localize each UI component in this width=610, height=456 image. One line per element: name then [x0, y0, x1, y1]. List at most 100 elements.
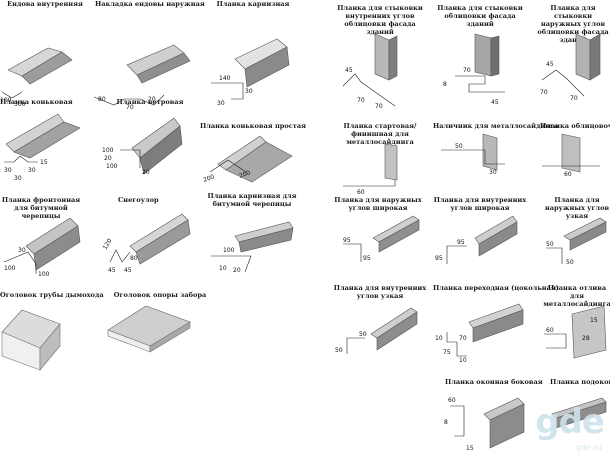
svg-text:20: 20 [148, 96, 156, 103]
inner-corner-wide-drawing: 95 95 [435, 215, 518, 264]
svg-text:95: 95 [363, 255, 371, 262]
item-title: Планка коньковая простая [200, 122, 307, 130]
svg-text:10: 10 [219, 265, 227, 272]
item-title: Планка ветровая [116, 98, 184, 106]
outer-corner-narrow-drawing: 50 50 [546, 217, 607, 266]
item-title: Планка подоконная [550, 378, 610, 386]
casing-drawing: 50 30 [441, 133, 505, 176]
svg-text:45: 45 [546, 61, 554, 68]
svg-text:45: 45 [491, 99, 499, 106]
svg-text:300: 300 [14, 101, 26, 108]
fence-cap-drawing [107, 305, 191, 353]
svg-text:70: 70 [463, 67, 471, 74]
item-title: Оголовок опоры забора [113, 291, 207, 299]
svg-text:30: 30 [18, 247, 26, 254]
item-title: Планка оконная боковая [445, 378, 543, 386]
window-sill-drawing [551, 397, 607, 429]
svg-text:45: 45 [124, 267, 132, 274]
svg-text:70: 70 [540, 89, 548, 96]
svg-text:70: 70 [459, 335, 467, 342]
svg-text:80: 80 [98, 96, 106, 103]
svg-text:8: 8 [443, 81, 447, 88]
drip-siding-drawing: 60 15 28 [544, 305, 607, 359]
svg-text:70: 70 [357, 97, 365, 104]
svg-text:80: 80 [130, 255, 138, 262]
svg-text:120: 120 [102, 237, 114, 251]
eaves-strip-drawing: 140 30 30 [211, 38, 290, 107]
inner-corner-narrow-drawing: 50 50 [335, 307, 418, 354]
svg-text:45: 45 [345, 67, 353, 74]
svg-text:100: 100 [223, 247, 235, 254]
joint-facade-drawing: 70 8 45 [443, 33, 505, 106]
svg-text:50: 50 [566, 259, 574, 266]
item-title: Планка фронтонная для битумной черепицы [1, 196, 81, 220]
svg-text:95: 95 [343, 237, 351, 244]
item-title: Планка переходная (цокольная) [433, 284, 559, 292]
svg-text:70: 70 [126, 104, 134, 111]
item-title: Планка для стыковки наружных углов облиц… [537, 4, 609, 44]
svg-text:28: 28 [582, 335, 590, 342]
svg-text:20: 20 [142, 169, 150, 176]
item-title: Планка облицовочная [540, 122, 610, 130]
svg-text:15: 15 [40, 159, 48, 166]
item-title: Планка отлива для металлосайдинга [543, 284, 610, 308]
eaves-bitumen-drawing: 100 20 10 [211, 221, 294, 274]
chimney-cap-drawing [1, 309, 61, 371]
item-title: Планка стартовая/финишная для металлосай… [343, 122, 417, 146]
svg-text:200: 200 [238, 169, 251, 180]
svg-text:15: 15 [590, 317, 598, 324]
item-title: Ендова внутренняя [7, 0, 83, 8]
svg-text:10: 10 [459, 357, 467, 364]
svg-text:20: 20 [104, 155, 112, 162]
item-title: Планка для наружных углов широкая [334, 196, 422, 212]
ridge-simple-drawing: 200 200 [202, 135, 293, 184]
endova-inner-drawing: 100 300 [0, 47, 73, 108]
item-title: Планка для внутренних углов широкая [433, 196, 527, 212]
svg-text:15: 15 [466, 445, 474, 452]
inner-corner-facade-drawing: 45 70 70 [342, 33, 398, 110]
svg-text:45: 45 [108, 267, 116, 274]
start-finish-drawing: 60 [343, 143, 398, 196]
item-title: Планка карнизная для битумной черепицы [207, 192, 297, 208]
svg-text:140: 140 [219, 75, 231, 82]
svg-text:30: 30 [28, 167, 36, 174]
outer-corner-wide-drawing: 95 95 [343, 215, 420, 262]
svg-text:100: 100 [38, 271, 50, 278]
item-title: Планка для внутренних углов узкая [333, 284, 427, 300]
watermark-domain: gde.ru [576, 443, 602, 452]
svg-text:30: 30 [14, 175, 22, 182]
gable-bitumen-drawing: 30 100 100 [3, 217, 81, 278]
svg-text:60: 60 [357, 189, 365, 196]
svg-text:70: 70 [375, 103, 383, 110]
outer-corner-facade-drawing: 45 70 70 [540, 33, 601, 102]
cladding-drawing: 60 [542, 133, 600, 178]
svg-text:60: 60 [546, 327, 554, 334]
wind-strip-drawing: 100 20 100 20 [102, 117, 183, 176]
svg-text:100: 100 [0, 97, 12, 104]
svg-text:30: 30 [489, 169, 497, 176]
svg-text:10: 10 [435, 335, 443, 342]
item-title: Снегоулор [118, 196, 159, 204]
svg-text:100: 100 [106, 163, 118, 170]
svg-text:8: 8 [444, 419, 448, 426]
svg-text:75: 75 [443, 349, 451, 356]
plinth-strip-drawing: 10 70 75 10 [435, 303, 524, 364]
svg-text:30: 30 [217, 100, 225, 107]
watermark-logo: gde [535, 402, 605, 442]
item-title: Планка для стыковки облицовки фасада зда… [437, 4, 523, 28]
svg-text:50: 50 [546, 241, 554, 248]
item-title: Оголовок трубы дымохода [0, 291, 104, 299]
item-title: Планка для наружных углов узкая [544, 196, 610, 220]
svg-text:50: 50 [455, 143, 463, 150]
svg-text:60: 60 [564, 171, 572, 178]
snow-guard-drawing: 120 80 45 45 [102, 213, 191, 274]
item-title: Накладка ендовы наружная [95, 0, 205, 8]
svg-text:20: 20 [233, 267, 241, 274]
svg-text:60: 60 [448, 397, 456, 404]
svg-text:95: 95 [435, 255, 443, 262]
item-title: Планка карнизная [216, 0, 290, 8]
svg-text:100: 100 [102, 147, 114, 154]
svg-text:200: 200 [202, 173, 215, 184]
svg-text:50: 50 [359, 331, 367, 338]
svg-text:50: 50 [335, 347, 343, 354]
